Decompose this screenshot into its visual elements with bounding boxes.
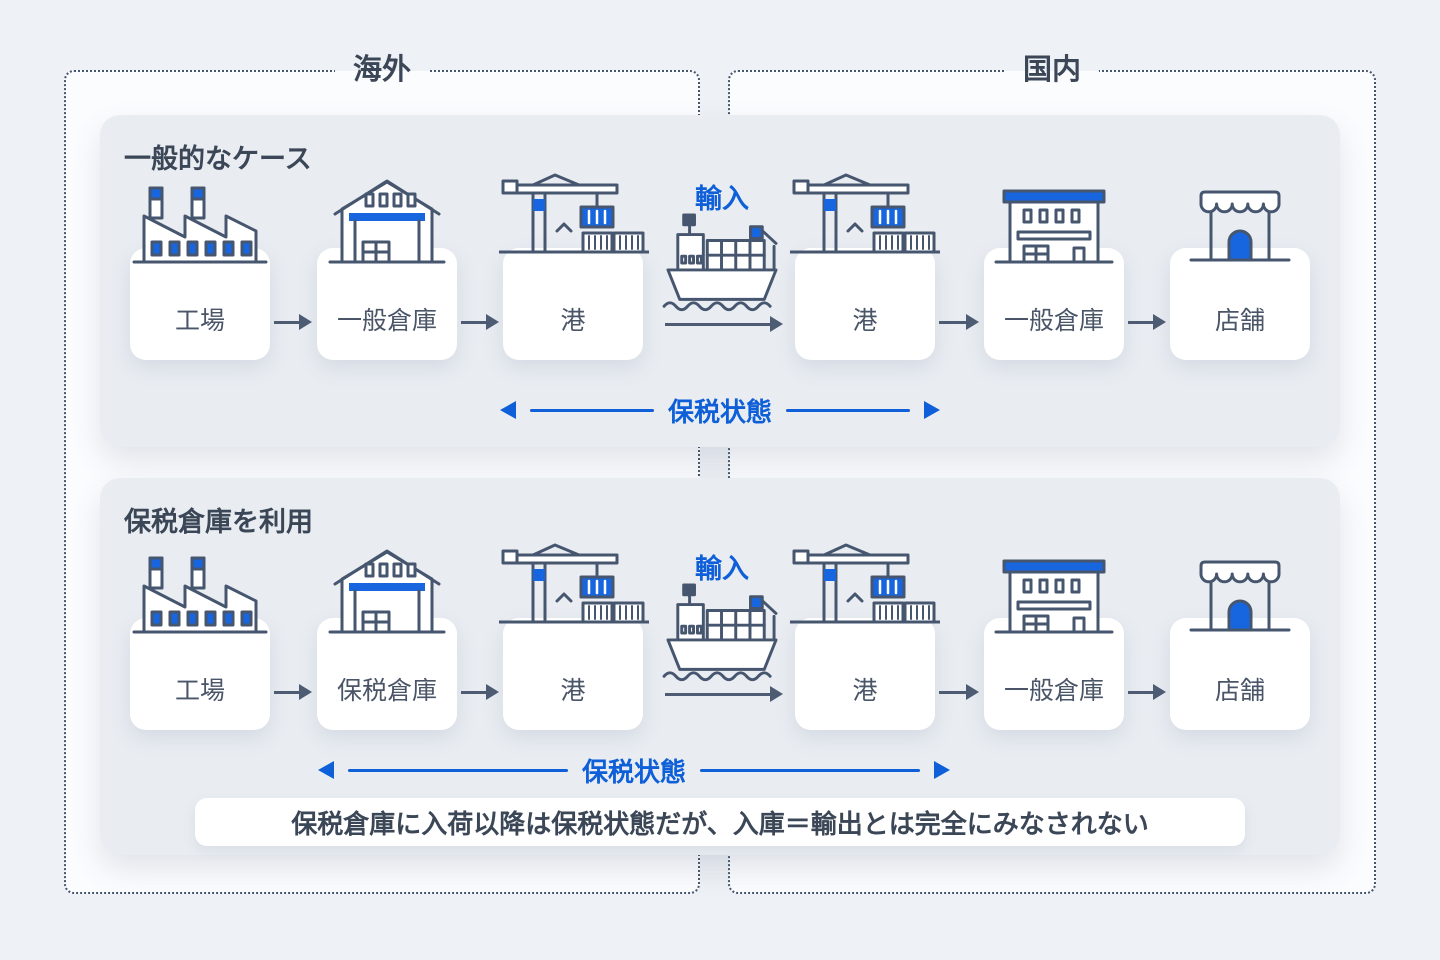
node-general-warehouse-overseas: 一般倉庫 [317,248,457,360]
node-label: 港 [852,677,878,705]
flow-arrow-icon [1128,314,1166,330]
domestic-region-label: 国内 [1004,48,1100,92]
node-label: 一般倉庫 [336,307,437,335]
flow-arrow-icon [274,684,312,700]
node-label: 港 [852,307,878,335]
node-label: 港 [560,307,586,335]
panel-general-case: 一般的なケース 工場 一般倉庫 港 港 一般倉庫 店舗 輸入 保税状態 [100,115,1340,447]
warehouse-gable-icon [327,543,447,638]
cargo-ship-icon [660,211,784,321]
flow-arrow-icon [939,684,979,700]
arrow-left-icon [500,401,516,419]
ship-flow-arrow-icon [665,686,783,702]
node-label: 工場 [174,307,225,335]
flow-arrow-icon [274,314,312,330]
panel-bonded-warehouse: 保税倉庫を利用 工場 保税倉庫 港 港 一般倉庫 店舗 輸入 保税状態 保税倉庫… [100,478,1340,855]
node-store: 店舗 [1170,618,1310,730]
panel-title: 一般的なケース [124,144,312,174]
warehouse-flat-icon [994,556,1114,638]
bonded-warehouse-note: 保税倉庫に入荷以降は保税状態だが、入庫＝輸出とは完全にみなされない [195,798,1245,846]
node-factory: 工場 [130,618,270,730]
node-factory: 工場 [130,248,270,360]
node-label: 工場 [174,677,225,705]
bonded-status-label: 保税状態 [582,756,687,787]
node-label: 店舗 [1214,677,1265,705]
node-port-domestic: 港 [795,618,935,730]
port-crane-icon [790,543,940,638]
import-label: 輸入 [695,184,749,214]
bonded-status-label: 保税状態 [668,396,773,427]
node-port-domestic: 港 [795,248,935,360]
store-icon [1185,554,1295,638]
overseas-region-label: 海外 [334,48,430,92]
port-crane-icon [499,543,649,638]
node-bonded-warehouse: 保税倉庫 [317,618,457,730]
factory-icon [130,550,270,638]
node-label: 一般倉庫 [1003,307,1104,335]
port-crane-icon [790,173,940,268]
warehouse-gable-icon [327,173,447,268]
store-icon [1185,184,1295,268]
node-label: 店舗 [1214,307,1265,335]
port-crane-icon [499,173,649,268]
node-label: 一般倉庫 [1003,677,1104,705]
flow-arrow-icon [461,314,499,330]
warehouse-flat-icon [994,186,1114,268]
bonded-status-arrow: 保税状態 [500,395,941,427]
node-general-warehouse-domestic: 一般倉庫 [984,248,1124,360]
factory-icon [130,180,270,268]
panel-title: 保税倉庫を利用 [124,507,313,537]
flow-arrow-icon [461,684,499,700]
bonded-status-arrow: 保税状態 [318,755,951,787]
flow-arrow-icon [939,314,979,330]
cargo-ship-icon [660,581,784,691]
node-label: 保税倉庫 [336,677,437,705]
node-general-warehouse-domestic: 一般倉庫 [984,618,1124,730]
node-label: 港 [560,677,586,705]
arrow-right-icon [924,401,941,419]
flow-arrow-icon [1128,684,1166,700]
node-store: 店舗 [1170,248,1310,360]
node-port-overseas: 港 [503,618,643,730]
import-label: 輸入 [695,554,749,584]
ship-flow-arrow-icon [665,316,783,332]
node-port-overseas: 港 [503,248,643,360]
arrow-right-icon [934,761,951,779]
arrow-left-icon [318,761,334,779]
